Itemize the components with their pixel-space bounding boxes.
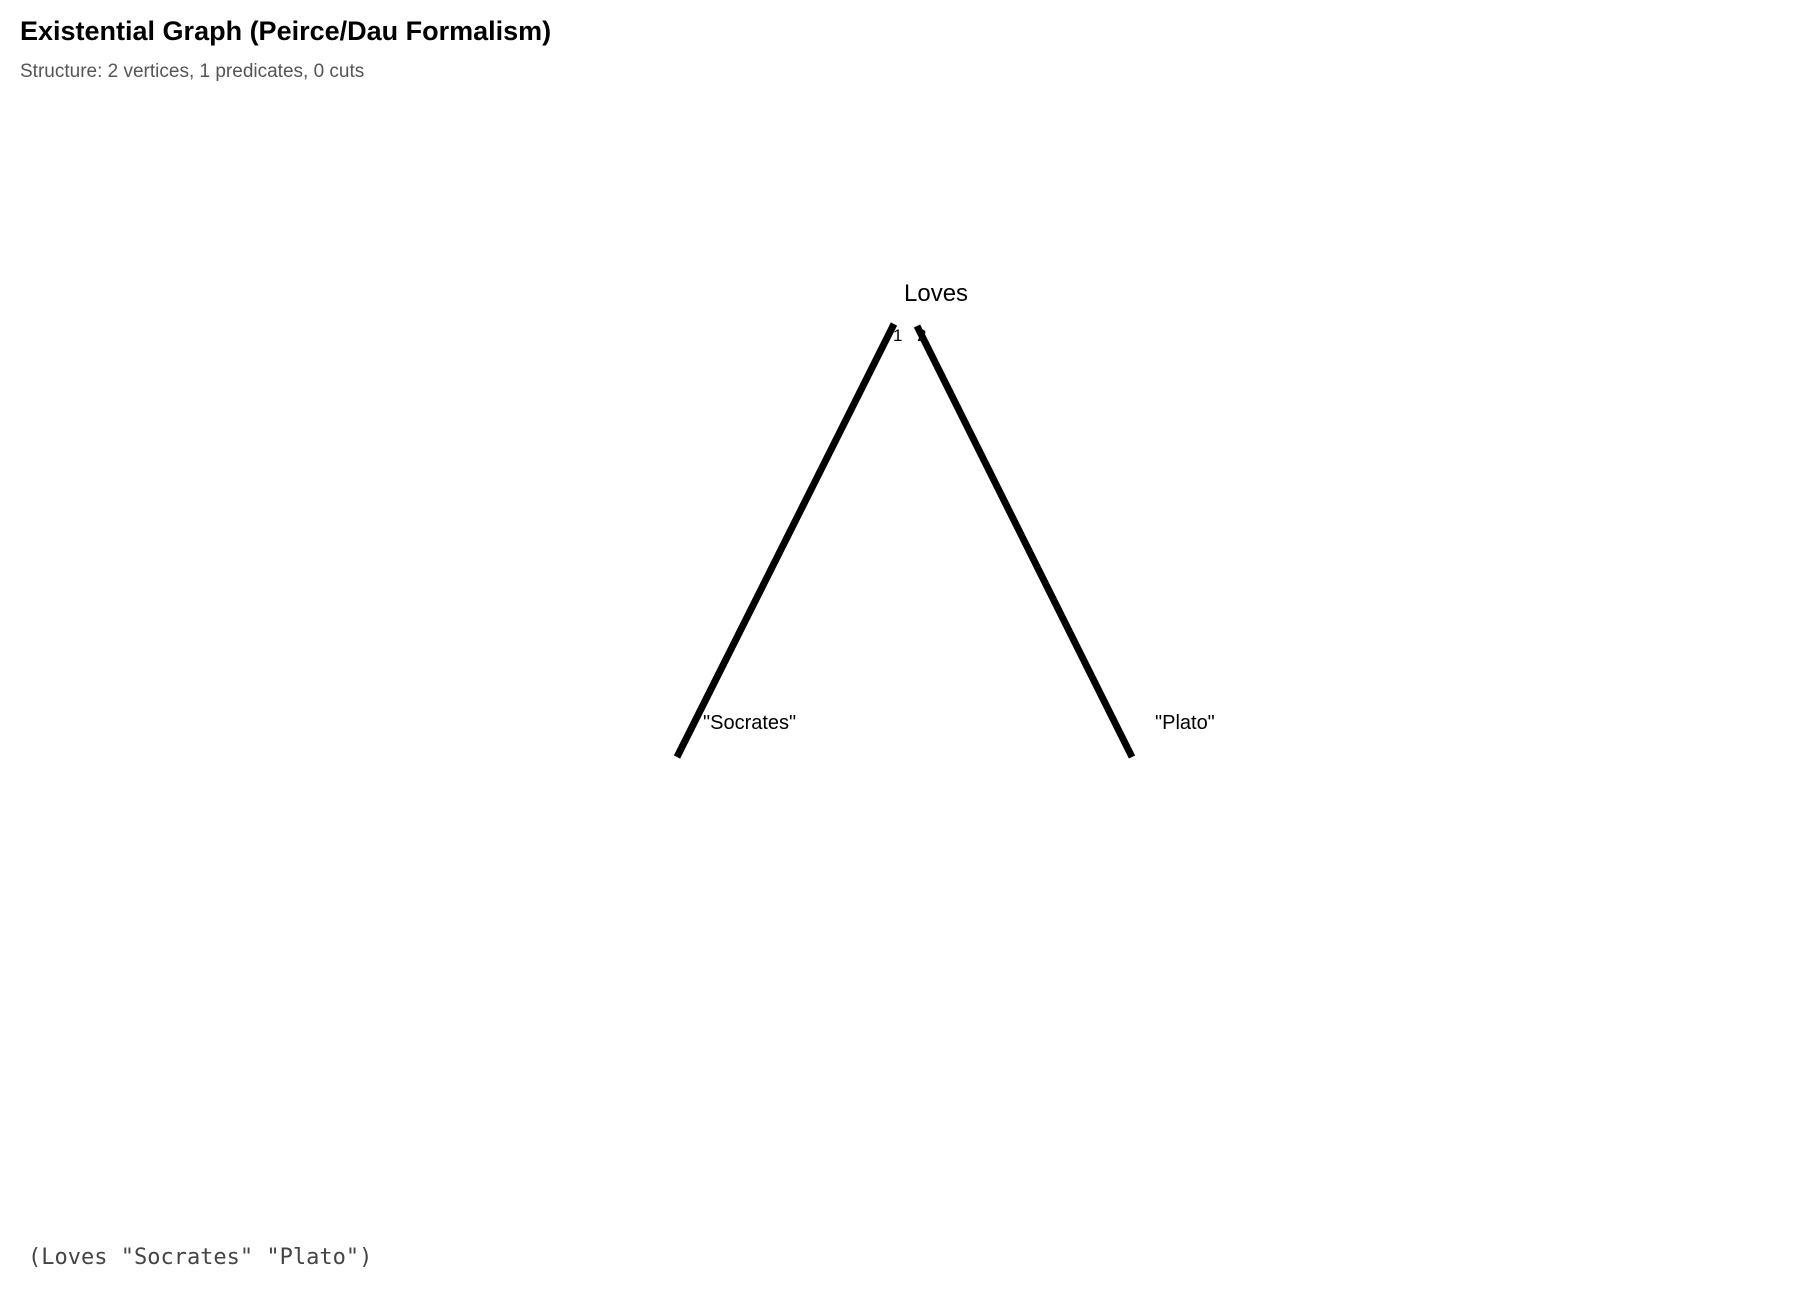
- predicate-label-loves: Loves: [904, 280, 968, 307]
- structure-summary: Structure: 2 vertices, 1 predicates, 0 c…: [20, 61, 365, 82]
- header: Existential Graph (Peirce/Dau Formalism)…: [20, 14, 551, 84]
- line-of-identity-socrates: [673, 322, 898, 759]
- linear-formula: (Loves "Socrates" "Plato"): [28, 1245, 373, 1270]
- hook-label-1: 1: [893, 326, 902, 345]
- page-title: Existential Graph (Peirce/Dau Formalism): [20, 16, 552, 46]
- vertex-label-socrates: "Socrates": [703, 712, 796, 734]
- vertex-label-plato: "Plato": [1155, 712, 1215, 734]
- hook-label-2: 2: [917, 326, 926, 345]
- line-of-identity-plato: [913, 324, 1136, 759]
- identity-line-hook-1: [673, 322, 898, 759]
- identity-line-hook-2: [913, 324, 1136, 759]
